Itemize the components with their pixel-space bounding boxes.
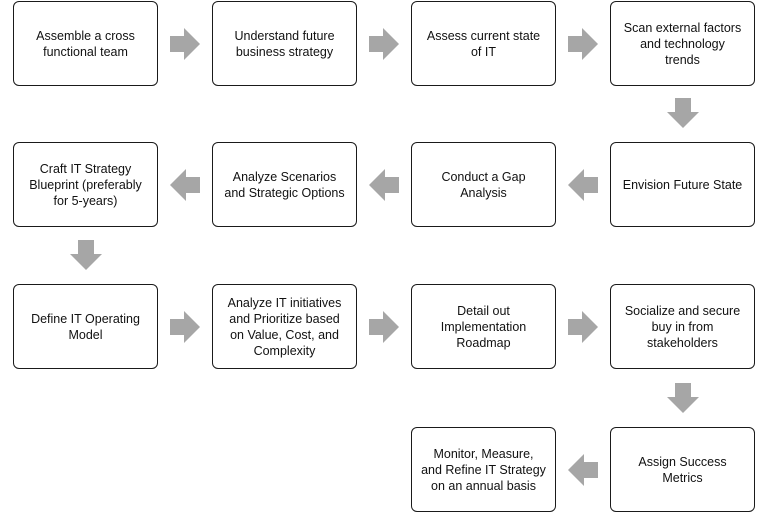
step-label: Define IT Operating Model <box>31 311 140 342</box>
arrow-right-icon <box>170 311 200 343</box>
step-assemble-team: Assemble a cross functional team <box>13 1 158 86</box>
step-gap-analysis: Conduct a Gap Analysis <box>411 142 556 227</box>
step-label: Assess current state of IT <box>426 28 541 59</box>
arrow-left-icon <box>170 169 200 201</box>
step-label: Envision Future State <box>622 177 743 192</box>
step-label: Monitor, Measure, and Refine IT Strategy… <box>421 446 546 493</box>
step-analyze-scenarios: Analyze Scenarios and Strategic Options <box>212 142 357 227</box>
arrow-left-icon <box>369 169 399 201</box>
arrow-right-icon <box>369 311 399 343</box>
arrow-right-icon <box>568 28 598 60</box>
step-label: Craft IT Strategy Blueprint (preferably … <box>29 161 142 208</box>
arrow-down-icon <box>667 383 699 413</box>
step-label: Conduct a Gap Analysis <box>441 169 526 200</box>
step-envision-future-state: Envision Future State <box>610 142 755 227</box>
step-scan-external-factors: Scan external factors and technology tre… <box>610 1 755 86</box>
step-craft-blueprint: Craft IT Strategy Blueprint (preferably … <box>13 142 158 227</box>
arrow-down-icon <box>667 98 699 128</box>
step-label: Analyze Scenarios and Strategic Options <box>224 169 345 200</box>
arrow-left-icon <box>568 454 598 486</box>
arrow-left-icon <box>568 169 598 201</box>
step-label: Assign Success Metrics <box>638 454 727 485</box>
step-label: Understand future business strategy <box>234 28 335 59</box>
step-label: Assemble a cross functional team <box>36 28 135 59</box>
step-socialize-buy-in: Socialize and secure buy in from stakeho… <box>610 284 755 369</box>
step-label: Scan external factors and technology tre… <box>623 20 742 67</box>
step-label: Detail out Implementation Roadmap <box>440 303 527 350</box>
arrow-right-icon <box>369 28 399 60</box>
step-define-operating-model: Define IT Operating Model <box>13 284 158 369</box>
step-assess-current-state: Assess current state of IT <box>411 1 556 86</box>
step-label: Analyze IT initiatives and Prioritize ba… <box>227 295 342 358</box>
step-implementation-roadmap: Detail out Implementation Roadmap <box>411 284 556 369</box>
step-assign-metrics: Assign Success Metrics <box>610 427 755 512</box>
arrow-right-icon <box>170 28 200 60</box>
step-prioritize-initiatives: Analyze IT initiatives and Prioritize ba… <box>212 284 357 369</box>
step-label: Socialize and secure buy in from stakeho… <box>624 303 741 350</box>
step-understand-strategy: Understand future business strategy <box>212 1 357 86</box>
arrow-down-icon <box>70 240 102 270</box>
step-monitor-refine: Monitor, Measure, and Refine IT Strategy… <box>411 427 556 512</box>
arrow-right-icon <box>568 311 598 343</box>
